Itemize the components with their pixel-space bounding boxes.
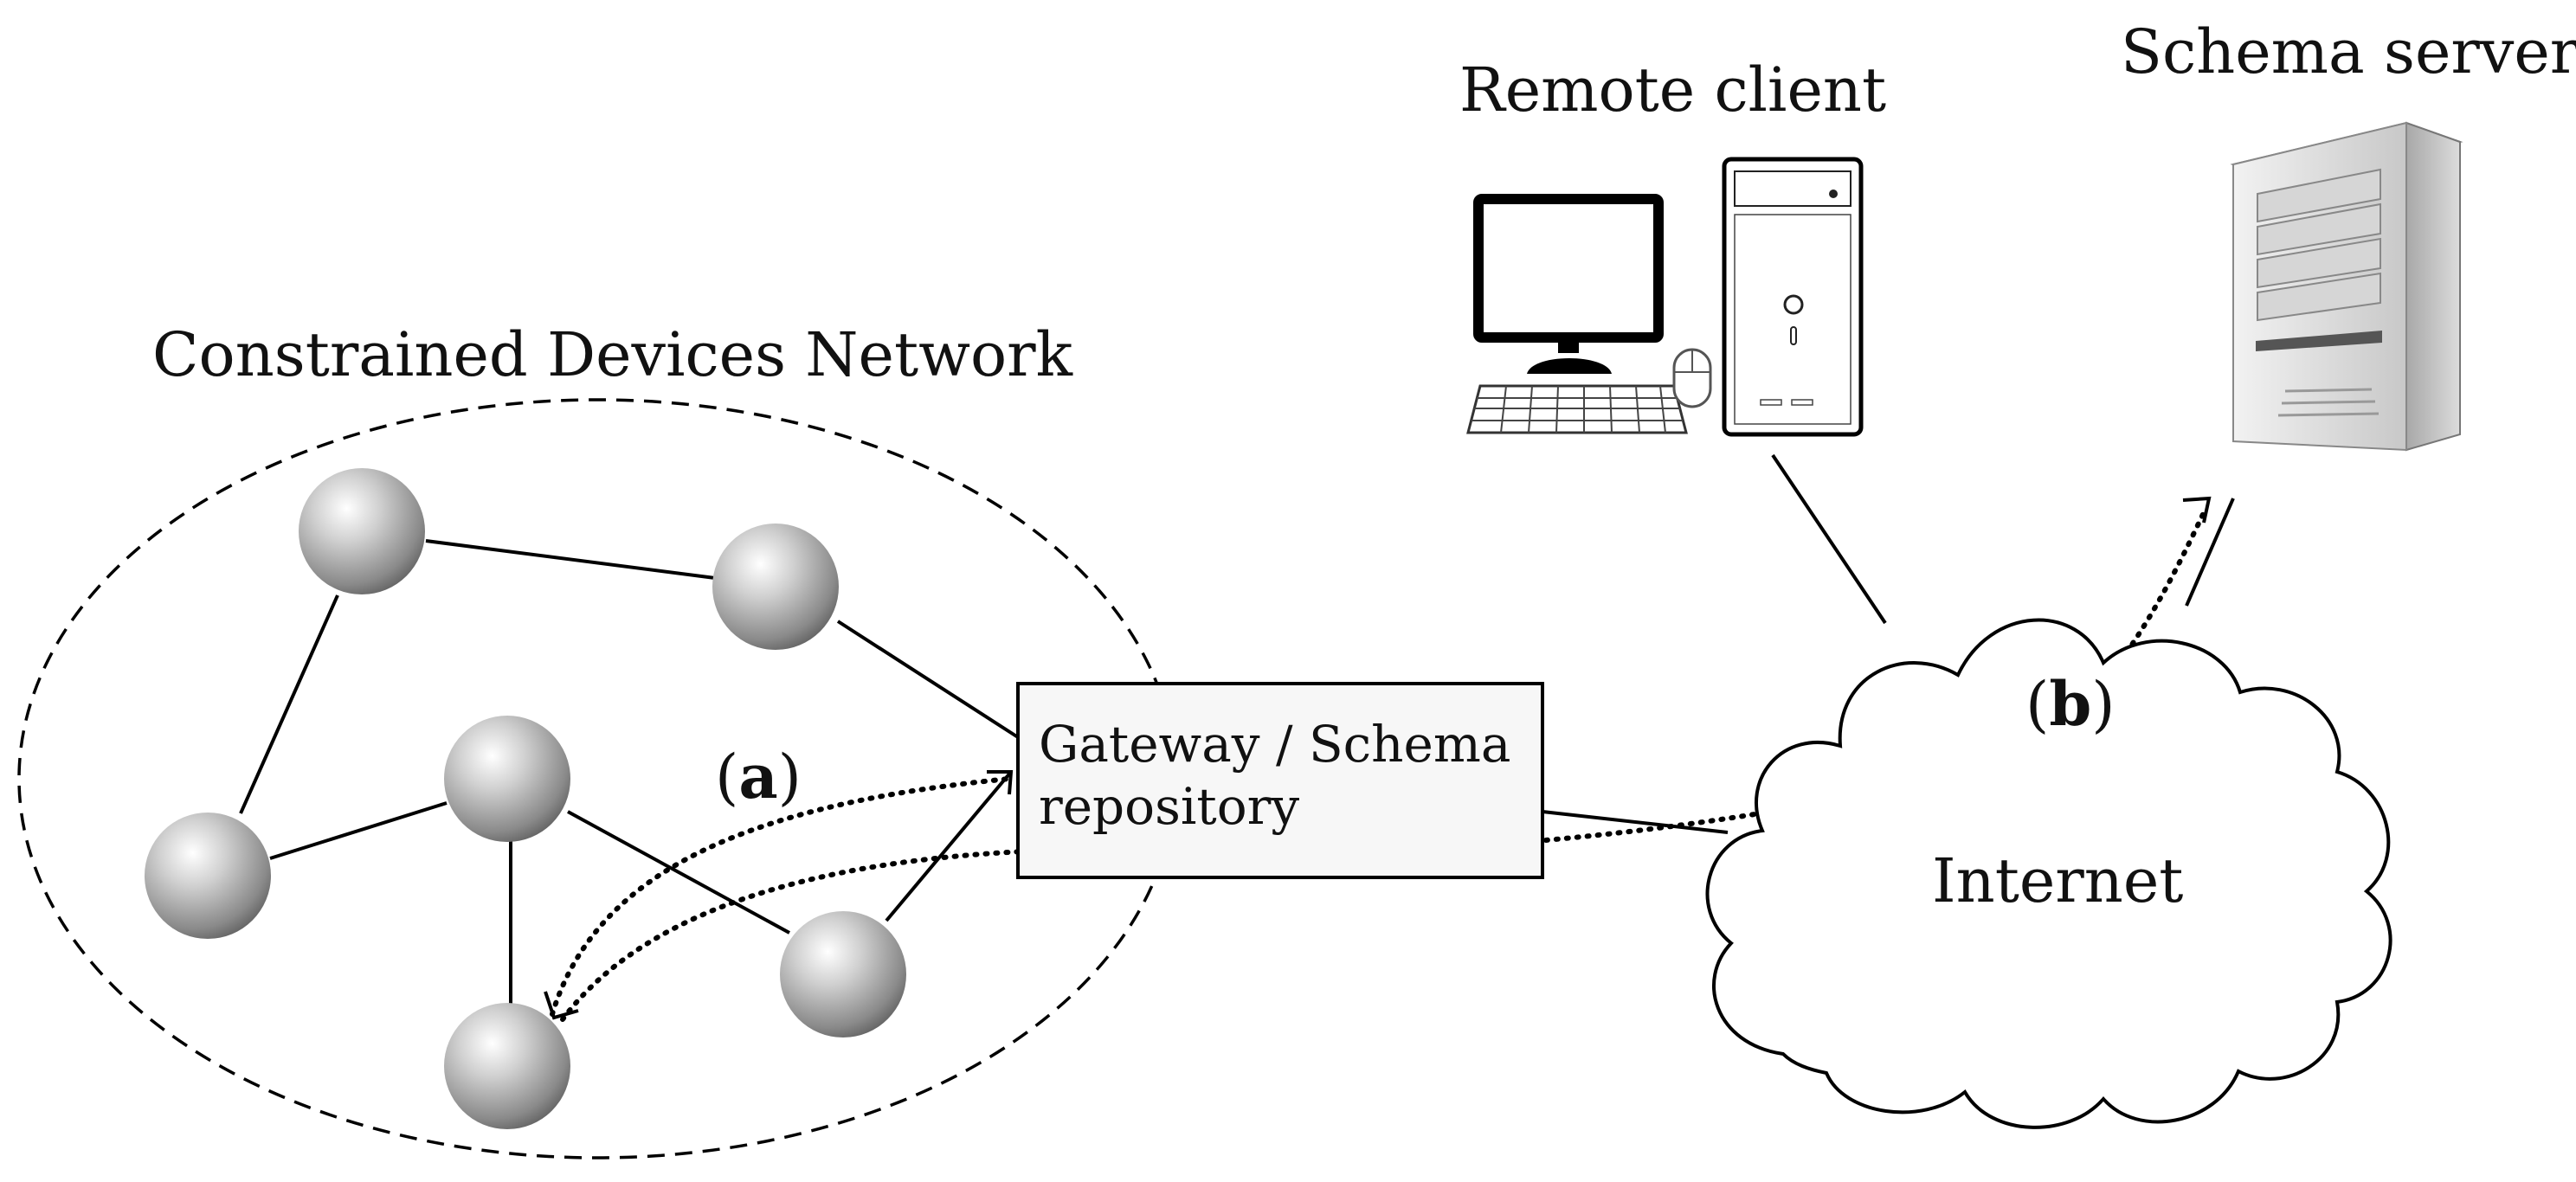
flow-a-arrowhead xyxy=(544,991,579,1020)
monitor-icon xyxy=(1473,194,1664,374)
device-node xyxy=(299,468,425,594)
link-n5-gateway xyxy=(885,770,1013,922)
device-node xyxy=(444,716,570,842)
mesh-links xyxy=(239,539,1020,1004)
cloud-shape xyxy=(1705,618,2392,1129)
link-n1-n4 xyxy=(239,594,339,814)
link-n1-n2 xyxy=(425,539,716,580)
remote-client: Remote client xyxy=(1459,55,1886,437)
remote-client-label: Remote client xyxy=(1459,55,1886,125)
link-n3-n4 xyxy=(269,801,448,860)
schema-server: Schema server xyxy=(2121,16,2576,452)
flow-b: (b) xyxy=(2025,496,2212,740)
flow-a-path-inner xyxy=(550,776,1012,1017)
flow-a: (a) xyxy=(544,506,2208,1022)
server-tower-icon xyxy=(2230,121,2463,452)
desktop-tower-icon xyxy=(1722,157,1864,437)
gateway-label-line2: repository xyxy=(1039,777,1299,836)
internet-cloud: Internet xyxy=(1705,618,2392,1129)
flow-b-arrowhead xyxy=(2182,496,2212,524)
link-client-internet xyxy=(1771,453,1887,625)
network-title: Constrained Devices Network xyxy=(152,319,1073,390)
gateway-box: Gateway / Schema repository xyxy=(1016,682,1544,879)
flow-a-path-outer xyxy=(560,506,2208,1022)
device-nodes xyxy=(145,468,906,1129)
device-node xyxy=(780,911,906,1037)
mouse-icon xyxy=(1672,348,1712,408)
link-arrowhead xyxy=(987,770,1014,795)
link-n2-gateway xyxy=(836,620,1020,739)
flow-b-label: (b) xyxy=(2025,668,2116,740)
device-node xyxy=(145,813,271,939)
flow-a-letter: a xyxy=(738,741,777,813)
device-node xyxy=(444,1003,570,1129)
gateway-label-line1: Gateway / Schema xyxy=(1039,715,1510,774)
device-node xyxy=(712,524,839,650)
flow-b-letter: b xyxy=(2049,668,2091,740)
gateway-rect xyxy=(1016,682,1544,879)
link-gateway-internet xyxy=(1542,810,1729,834)
link-n3-n5 xyxy=(567,810,790,935)
schema-server-label: Schema server xyxy=(2121,16,2576,87)
keyboard-icon xyxy=(1466,384,1688,434)
link-server-internet xyxy=(2185,498,2235,607)
internet-label: Internet xyxy=(1932,845,2183,916)
flow-a-label: (a) xyxy=(715,741,802,813)
